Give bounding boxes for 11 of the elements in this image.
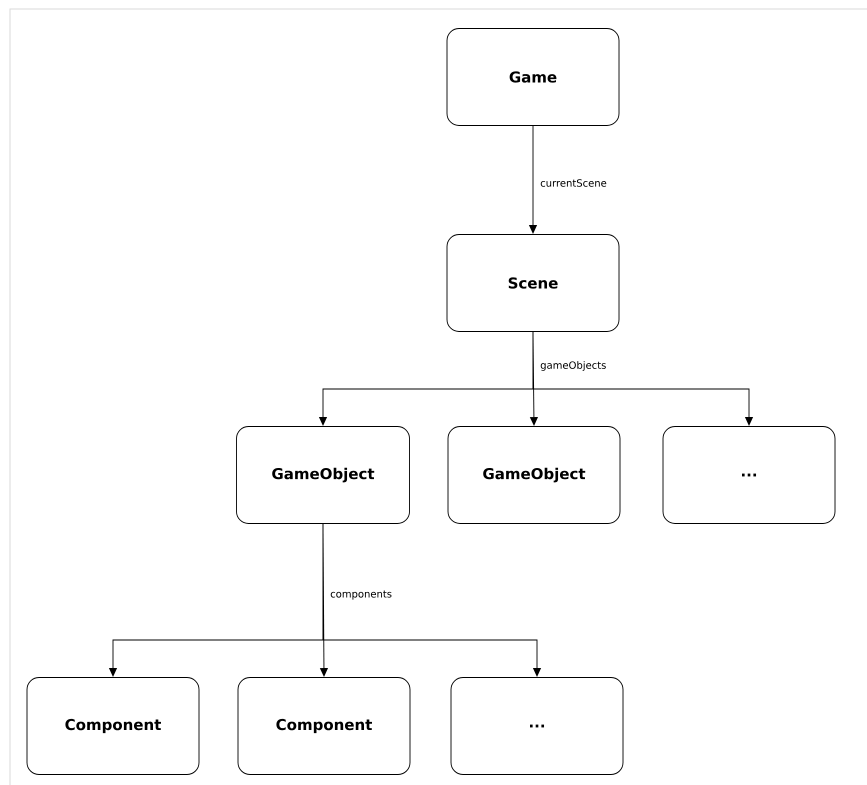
- class-box: ...: [450, 677, 624, 775]
- class-box: GameObject: [236, 426, 410, 524]
- class-box: Component: [26, 677, 200, 775]
- class-box: GameObject: [448, 426, 620, 524]
- class-box: ...: [662, 426, 836, 524]
- edge-label: currentScene: [539, 178, 608, 188]
- class-box: Game: [446, 28, 620, 126]
- edge-label: gameObjects: [539, 360, 608, 372]
- edge-label: components: [329, 589, 393, 601]
- class-box: Scene: [446, 234, 620, 332]
- class-box: Component: [238, 677, 410, 775]
